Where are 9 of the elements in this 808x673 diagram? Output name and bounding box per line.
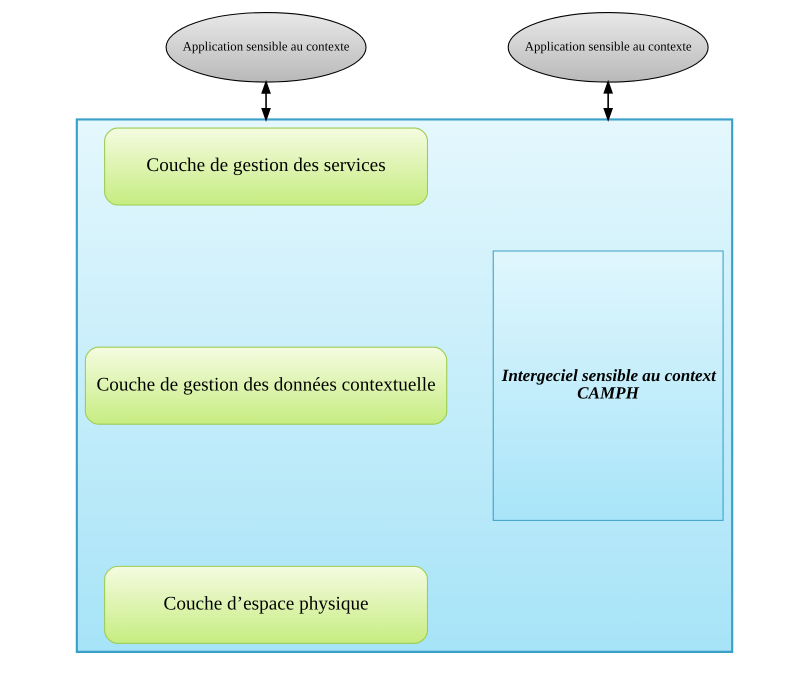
- node-ellipse: Application sensible au contexte: [507, 12, 708, 83]
- node-box: Couche d’espace physique: [104, 566, 428, 644]
- cluster: [75, 118, 733, 653]
- node-box: Intergeciel sensible au context CAMPH: [492, 250, 724, 521]
- node-ellipse: Application sensible au contexte: [165, 12, 366, 83]
- arrow: [602, 80, 613, 122]
- node-box: Couche de gestion des données contextuelle: [84, 346, 447, 425]
- node-box: Couche de gestion des services: [104, 128, 428, 206]
- arrow: [260, 80, 270, 122]
